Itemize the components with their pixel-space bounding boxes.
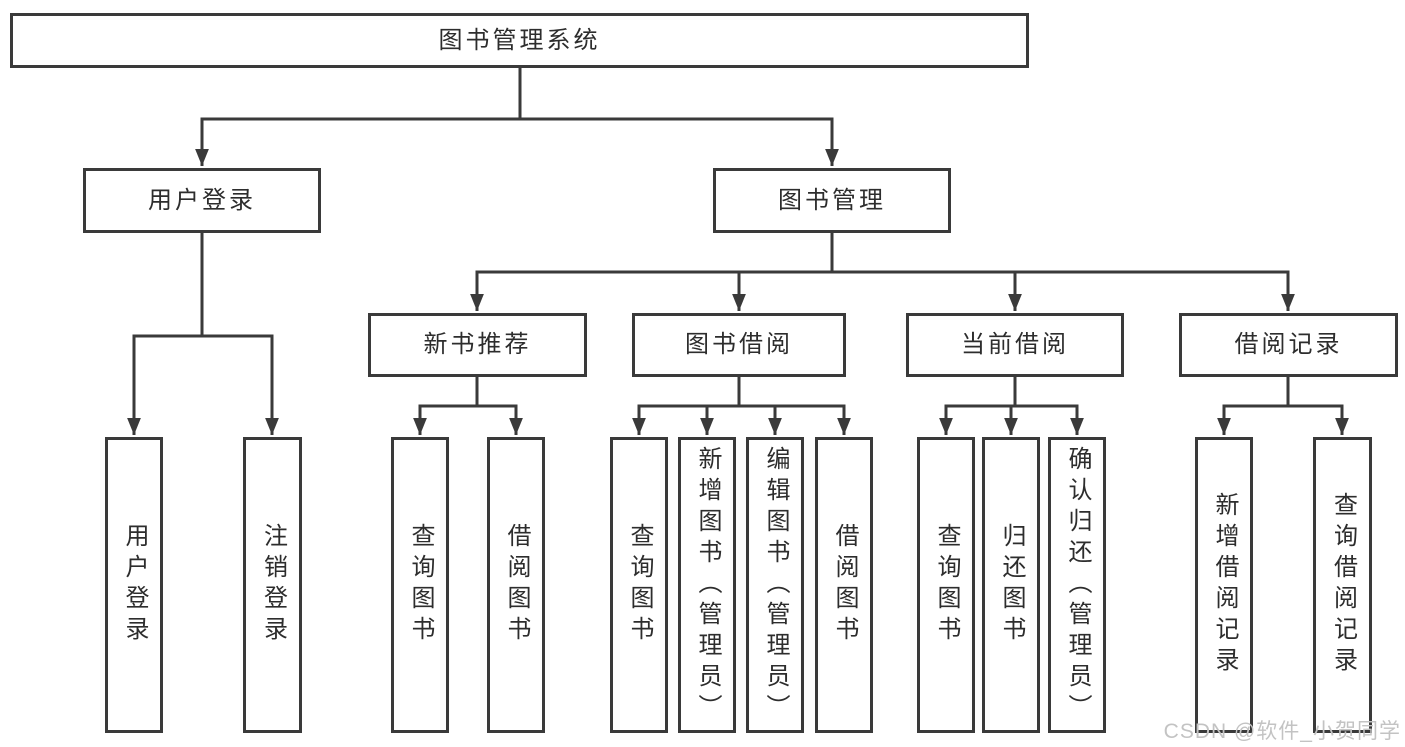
leaf-return-books: 归还图书 <box>982 437 1040 733</box>
leaf-label: 编辑图书（管理员） <box>762 445 789 725</box>
leaf-label: 借阅图书 <box>831 523 858 647</box>
leaf-borrow-books-recommend: 借阅图书 <box>487 437 545 733</box>
node-borrowing-records: 借阅记录 <box>1179 313 1398 377</box>
csdn-watermark: CSDN @软件_小贺同学 <box>1163 720 1401 743</box>
leaf-query-books-borrowing: 查询图书 <box>610 437 668 733</box>
node-user-login: 用户登录 <box>83 168 321 233</box>
node-current-borrowing: 当前借阅 <box>906 313 1124 377</box>
leaf-add-borrow-record: 新增借阅记录 <box>1195 437 1253 733</box>
leaf-query-books-recommend: 查询图书 <box>391 437 449 733</box>
leaf-label: 查询借阅记录 <box>1329 492 1357 678</box>
leaf-label: 查询图书 <box>933 523 960 647</box>
leaf-label: 新增借阅记录 <box>1211 492 1238 678</box>
node-book-borrowing-label: 图书借阅 <box>685 331 793 358</box>
leaf-label: 新增图书（管理员） <box>694 445 721 725</box>
node-book-management: 图书管理 <box>713 168 951 233</box>
node-book-management-label: 图书管理 <box>778 186 886 214</box>
leaf-confirm-return-admin: 确认归还（管理员） <box>1048 437 1106 733</box>
leaf-label: 查询图书 <box>407 523 434 647</box>
node-current-borrowing-label: 当前借阅 <box>961 331 1069 358</box>
node-root-system: 图书管理系统 <box>10 13 1029 68</box>
leaf-label: 借阅图书 <box>503 523 530 647</box>
leaf-query-books-current: 查询图书 <box>917 437 975 733</box>
node-root-label: 图书管理系统 <box>438 26 601 54</box>
node-new-book-recommend: 新书推荐 <box>368 313 587 377</box>
node-user-login-label: 用户登录 <box>148 186 256 214</box>
leaf-edit-books-admin: 编辑图书（管理员） <box>746 437 804 733</box>
leaf-user-login: 用户登录 <box>105 437 163 733</box>
leaf-label: 用户登录 <box>121 523 148 647</box>
node-new-book-recommend-label: 新书推荐 <box>423 331 532 358</box>
leaf-query-borrow-record: 查询借阅记录 <box>1313 437 1372 733</box>
leaf-add-books-admin: 新增图书（管理员） <box>678 437 736 733</box>
leaf-borrow-books-borrowing: 借阅图书 <box>815 437 873 733</box>
node-borrowing-records-label: 借阅记录 <box>1234 331 1343 358</box>
node-book-borrowing: 图书借阅 <box>632 313 846 377</box>
leaf-label: 注销登录 <box>259 523 287 647</box>
leaf-logout: 注销登录 <box>243 437 302 733</box>
leaf-label: 归还图书 <box>998 523 1025 647</box>
leaf-label: 确认归还（管理员） <box>1064 445 1091 725</box>
leaf-label: 查询图书 <box>626 523 653 647</box>
